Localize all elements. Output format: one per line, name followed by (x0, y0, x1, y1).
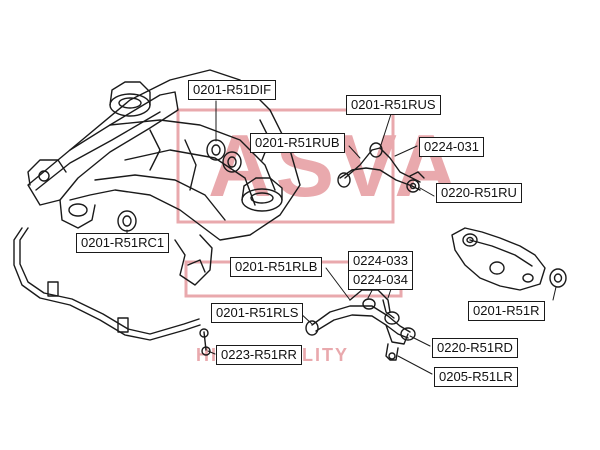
part-label-0220-r51ru: 0220-R51RU (436, 183, 522, 203)
part-label-0224-031: 0224-031 (419, 137, 484, 157)
lower-arm-illustration (305, 289, 416, 361)
part-label-0220-r51rd: 0220-R51RD (432, 338, 518, 358)
part-label-0224-033: 0224-033 (348, 251, 413, 271)
stabilizer-bar-illustration (13, 227, 211, 356)
part-label-0201-r51rls: 0201-R51RLS (211, 303, 304, 323)
knuckle-illustration (451, 227, 567, 291)
leader-lines (126, 100, 557, 375)
part-label-0224-034: 0224-034 (348, 270, 413, 290)
part-label-0201-r51rc1: 0201-R51RC1 (76, 233, 170, 253)
part-label-0201-r51rub: 0201-R51RUB (250, 133, 345, 153)
part-label-0223-r51rr: 0223-R51RR (216, 345, 302, 365)
part-label-0201-r51dif: 0201-R51DIF (188, 80, 277, 100)
part-label-0201-r51rus: 0201-R51RUS (346, 95, 441, 115)
part-label-0205-r51lr: 0205-R51LR (434, 367, 518, 387)
upper-arm-illustration (337, 142, 425, 193)
part-label-0201-r51r: 0201-R51R (468, 301, 545, 321)
part-label-0201-r51rlb: 0201-R51RLB (230, 257, 323, 277)
